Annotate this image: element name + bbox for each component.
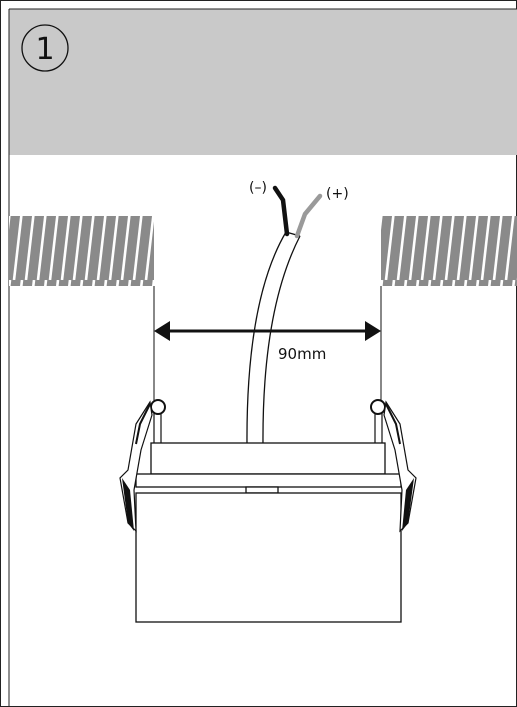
speaker-top-cap bbox=[150, 442, 386, 475]
ceiling-section-right bbox=[381, 216, 517, 286]
step-number-badge bbox=[21, 24, 69, 72]
negative-wire-label: (–) bbox=[249, 180, 267, 196]
spring-clip-right bbox=[370, 399, 417, 533]
speaker-unit bbox=[135, 442, 402, 623]
step-number: 1 bbox=[35, 32, 54, 67]
cutout-dimension-label: 90mm bbox=[278, 345, 326, 363]
ceiling-section-left bbox=[9, 216, 154, 286]
ceiling-band bbox=[9, 9, 517, 155]
positive-wire bbox=[294, 193, 323, 239]
spring-clip-left bbox=[119, 399, 166, 533]
power-cable bbox=[246, 185, 323, 446]
positive-wire-label: (+) bbox=[326, 186, 349, 202]
cutout-dimension bbox=[153, 286, 382, 402]
speaker-body bbox=[135, 492, 402, 623]
speaker-spacer bbox=[245, 486, 279, 494]
dimension-arrow-left bbox=[154, 321, 170, 341]
speaker-flange bbox=[135, 473, 402, 488]
negative-wire bbox=[272, 185, 290, 237]
dimension-arrow-right bbox=[365, 321, 381, 341]
